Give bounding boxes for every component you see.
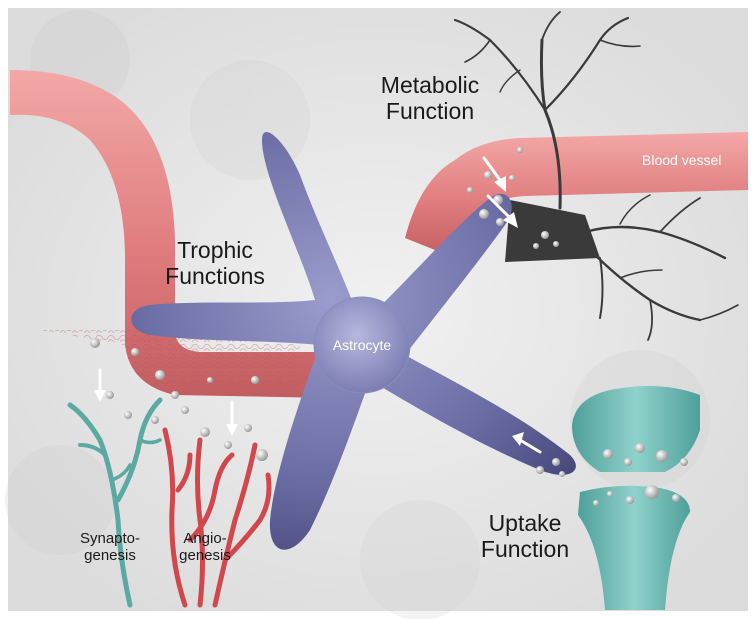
uptake-line-1: Uptake	[465, 510, 585, 536]
angio-line-2: genesis	[165, 547, 245, 564]
trophic-line-2: Functions	[150, 263, 280, 289]
metabolic-function-label: Metabolic Function	[365, 72, 495, 124]
blood-vessel-label: Blood vessel	[642, 152, 721, 169]
uptake-line-2: Function	[465, 536, 585, 562]
synapto-line-1: Synapto-	[70, 530, 150, 547]
trophic-line-1: Trophic	[150, 237, 280, 263]
synapto-line-2: genesis	[70, 547, 150, 564]
metabolic-line-1: Metabolic	[365, 72, 495, 98]
synaptic-terminal	[572, 386, 700, 472]
synaptogenesis-label: Synapto- genesis	[70, 530, 150, 564]
uptake-function-label: Uptake Function	[465, 510, 585, 562]
metabolic-line-2: Function	[365, 98, 495, 124]
angiogenesis-label: Angio- genesis	[165, 530, 245, 564]
trophic-functions-label: Trophic Functions	[150, 237, 280, 289]
angio-line-1: Angio-	[165, 530, 245, 547]
astrocyte-label: Astrocyte	[322, 337, 402, 354]
